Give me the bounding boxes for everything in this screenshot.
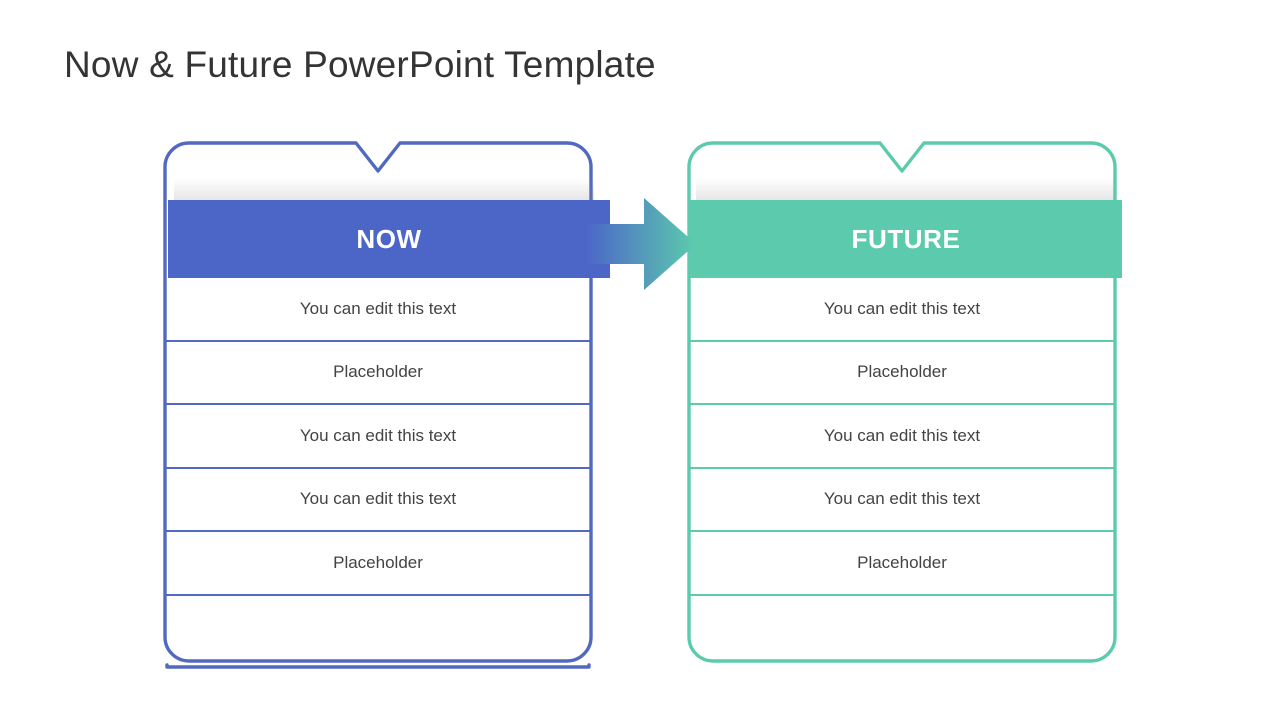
future-row-list: You can edit this text Placeholder You c… [690,278,1114,596]
row-label: You can edit this text [299,425,457,445]
row-label: Placeholder [857,362,947,382]
now-header-label: NOW [356,223,422,254]
row-label: You can edit this text [823,425,981,445]
now-header-band[interactable]: NOW [168,200,610,278]
future-header-band[interactable]: FUTURE [690,200,1122,278]
row-label: Placeholder [333,362,423,382]
list-item[interactable]: You can edit this text [166,469,590,532]
row-label: Placeholder [857,552,947,572]
list-item[interactable]: You can edit this text [690,278,1114,342]
page-title: Now & Future PowerPoint Template [64,44,656,85]
future-card-top-cap [684,138,1120,200]
row-label: Placeholder [333,552,423,572]
list-item[interactable]: Placeholder [690,532,1114,596]
list-item[interactable]: Placeholder [166,342,590,405]
list-item[interactable]: You can edit this text [690,405,1114,469]
list-item[interactable]: Placeholder [166,532,590,596]
right-arrow-icon [586,198,696,290]
list-item[interactable]: Placeholder [690,342,1114,405]
future-column[interactable]: FUTURE You can edit this text Placeholde… [684,138,1122,666]
now-column[interactable]: NOW You can edit this text Placeholder Y… [160,138,610,666]
now-row-list: You can edit this text Placeholder You c… [166,278,590,596]
now-card-outline [163,141,593,669]
row-label: You can edit this text [299,298,457,318]
future-header-label: FUTURE [851,223,961,254]
list-item[interactable]: You can edit this text [166,405,590,469]
now-card-top-cap [160,138,596,200]
list-item[interactable]: You can edit this text [166,278,590,342]
list-item[interactable]: You can edit this text [690,469,1114,532]
future-card-outline [687,141,1117,663]
row-label: You can edit this text [823,298,981,318]
row-label: You can edit this text [823,489,981,509]
row-label: You can edit this text [299,489,457,509]
